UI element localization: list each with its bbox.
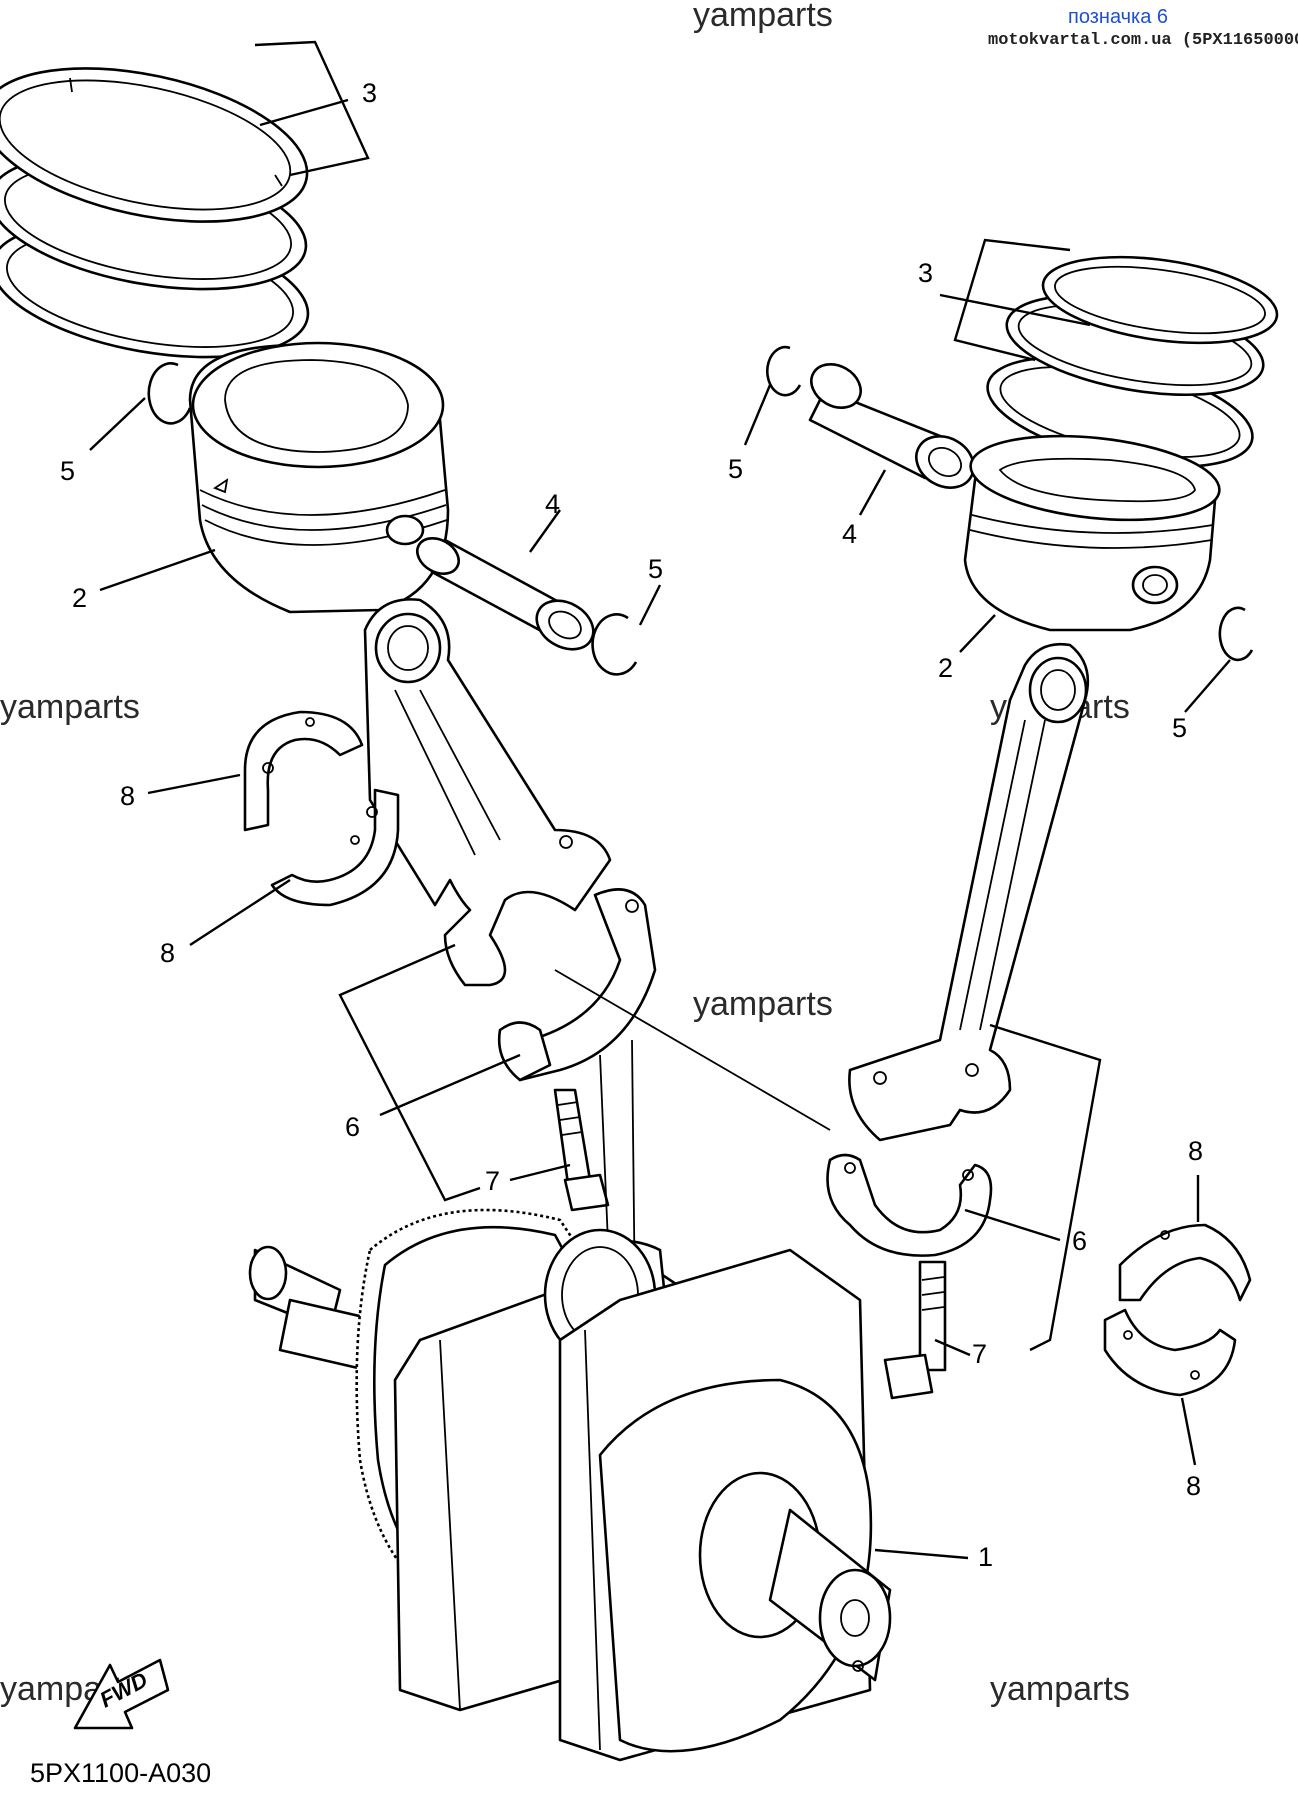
leader-8-left-b [189,878,291,947]
leader-2-right [959,614,996,653]
connecting-rod-right [848,642,1090,1142]
piston-pin-left [416,537,595,651]
big-end-bearing-right-upper [1118,1223,1252,1302]
piston-right [963,434,1221,632]
leader-6-left [338,943,521,1202]
callout-8-left-b: 8 [160,938,175,968]
big-end-bearing-right-lower [1103,1308,1237,1397]
leader-8-right-b [1180,1397,1197,1466]
leader-2-left [99,548,216,592]
rod-cap-left [497,888,657,1082]
callout-8-right-b: 8 [1186,1471,1201,1501]
callout-4-right: 4 [842,519,857,549]
watermark: yamparts [693,985,833,1023]
big-end-bearing-left-upper [243,710,364,832]
connecting-rod-left [363,598,612,987]
leader-7-left [509,1163,571,1182]
leader-1 [874,1548,969,1560]
leader-8-left-a [147,773,241,795]
tag-subtitle: motokvartal.com.ua (5PX116500000) [988,31,1298,50]
callout-3-right: 3 [918,258,933,288]
leader-4-left [529,509,561,553]
watermark: yamparts [990,1670,1130,1708]
callout-8-right-a: 8 [1188,1136,1203,1166]
pin-clip-right-a [765,345,802,397]
callout-1: 1 [978,1542,993,1572]
callout-5-right-b: 5 [1172,713,1187,743]
callout-4-left: 4 [545,489,560,519]
diagram-code: 5PX1100-A030 [30,1758,211,1788]
callout-5-left-b: 5 [648,554,663,584]
tag-title: позначка 6 [1068,6,1168,28]
callout-7-right: 7 [972,1339,987,1369]
leader-5-left-a [89,397,146,451]
leader-6-right [964,1023,1102,1352]
crankshaft [248,1208,892,1762]
rod-bolt-left [553,1088,610,1212]
callout-2-right: 2 [938,653,953,683]
piston-left [188,341,450,614]
watermark: yamparts [0,688,140,726]
leader-5-right-a [743,384,772,446]
rod-bolt-right [883,1260,947,1400]
leader-5-right-b [1184,659,1231,713]
rod-cap-right [826,1153,993,1257]
callout-6-left: 6 [345,1112,360,1142]
pin-clip-left-b [591,613,638,676]
big-end-bearing-left-lower [270,788,400,907]
callout-6-right: 6 [1072,1226,1087,1256]
leader-3-left [254,40,370,177]
leader-5-left-b [638,584,662,626]
forward-arrow-icon: FWD [73,1658,170,1730]
callout-5-right-a: 5 [728,454,743,484]
pin-clip-left-a [147,362,192,425]
callout-5-left-a: 5 [60,456,75,486]
callout-2-left: 2 [72,583,87,613]
callout-3-left: 3 [362,78,377,108]
leader-4-right [858,469,887,516]
piston-pin-right [808,363,975,489]
leader-7-right [934,1338,971,1357]
callout-7-left: 7 [485,1166,500,1196]
pin-clip-right-b [1218,606,1254,662]
callout-8-left-a: 8 [120,781,135,811]
watermark: yamparts [693,0,833,34]
leader-3-right [939,238,1091,362]
piston-ring-set-left [0,67,310,359]
